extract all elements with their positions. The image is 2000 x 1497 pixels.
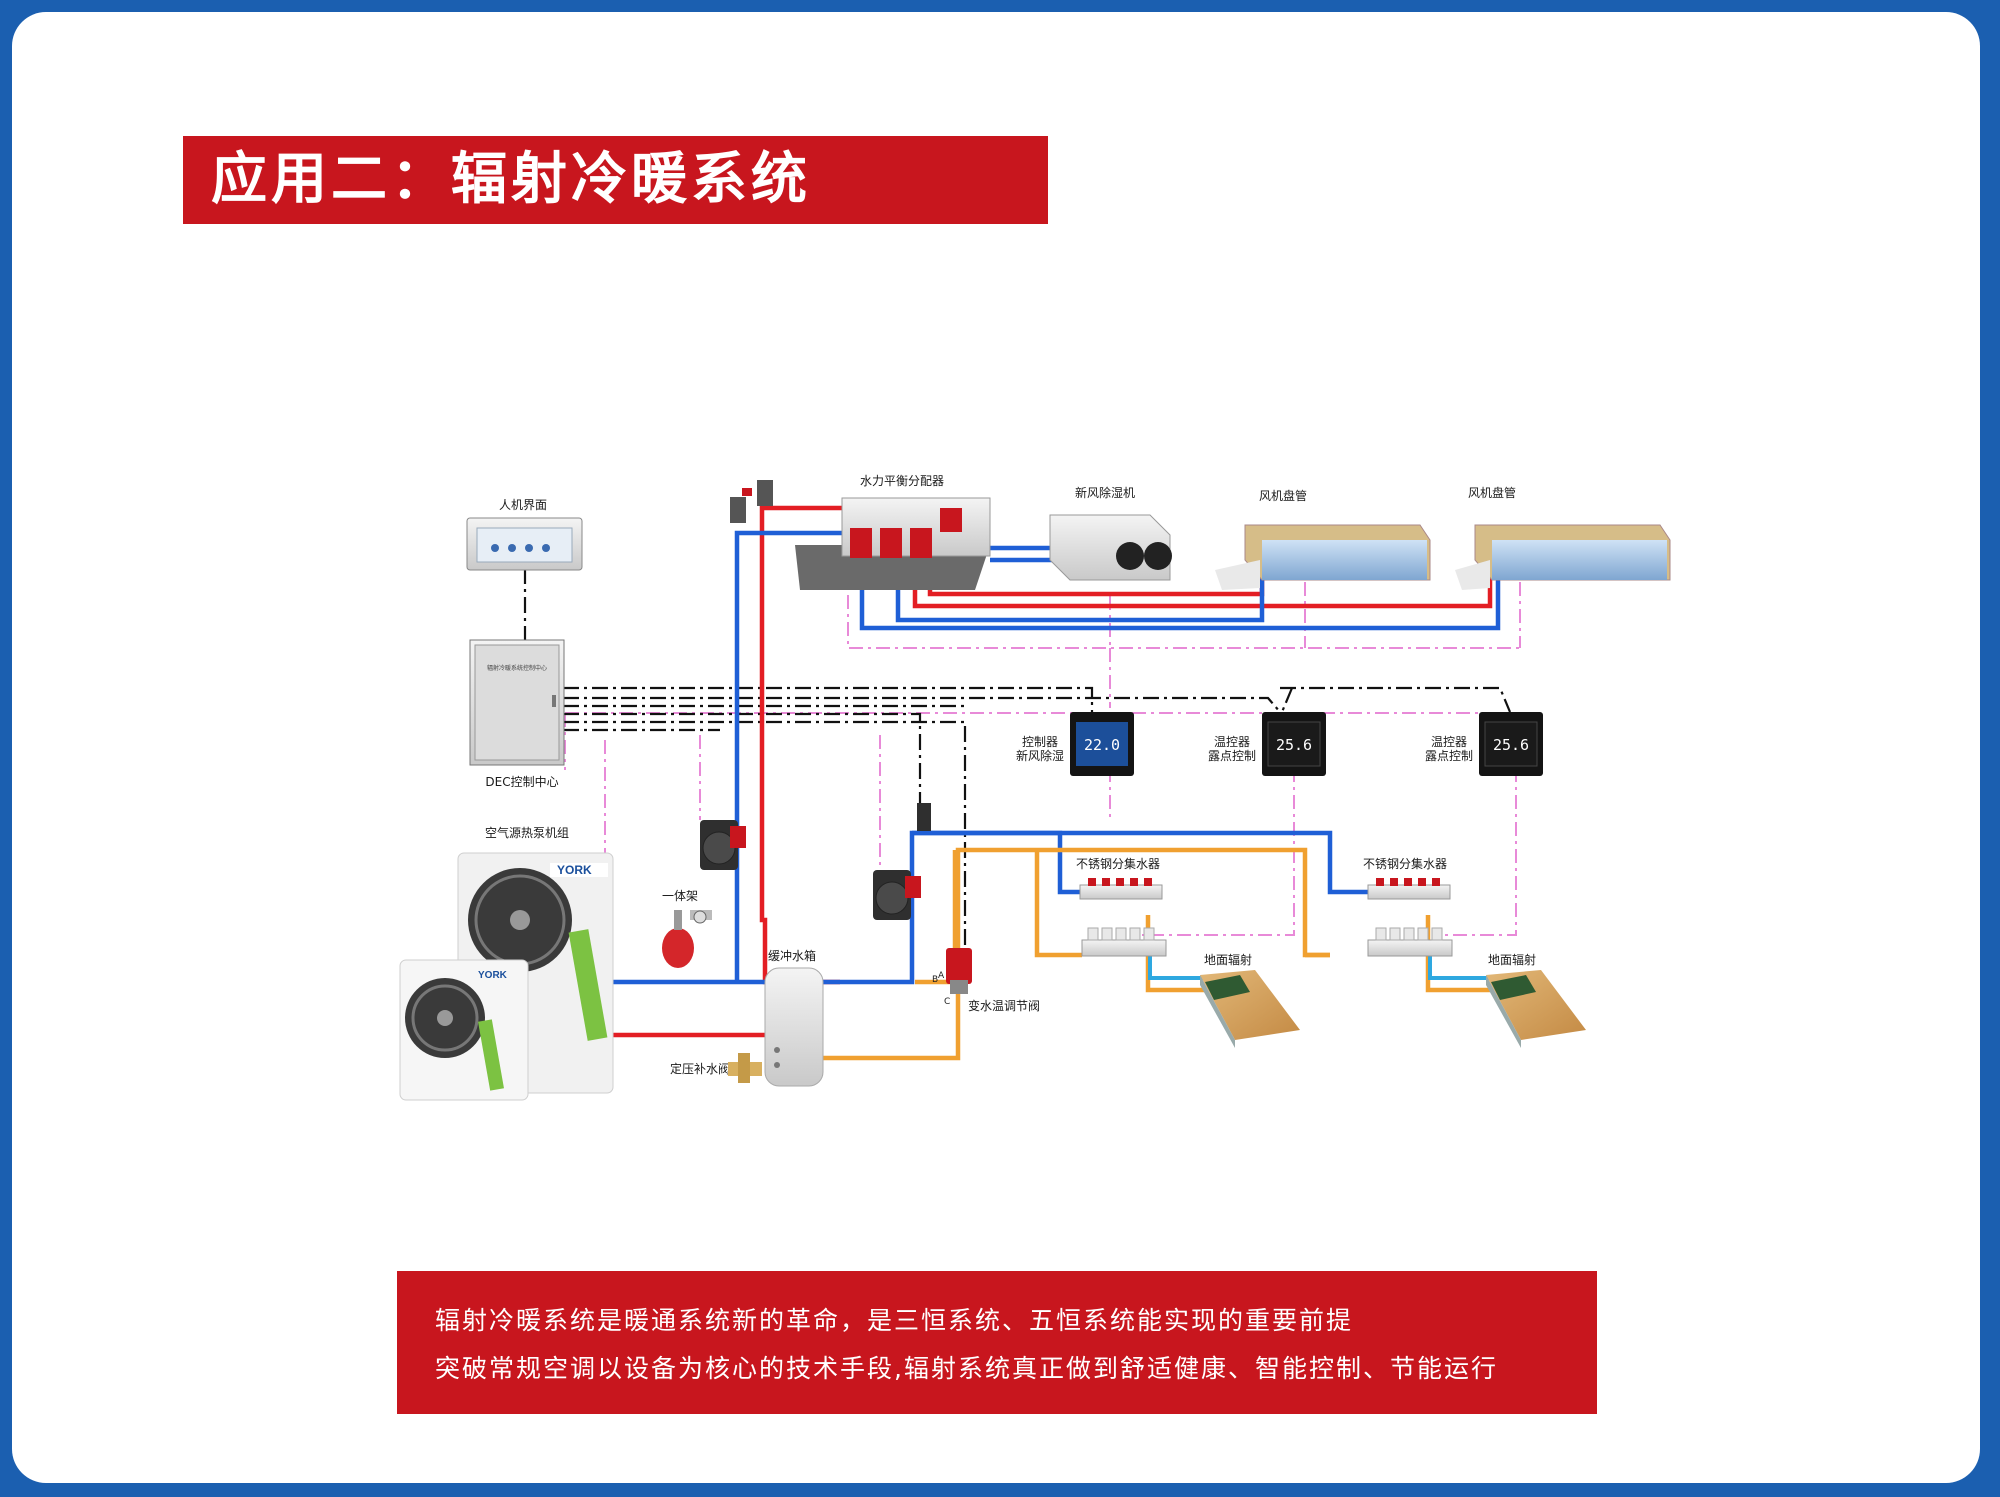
floor-return-pipes — [1148, 955, 1490, 980]
description-line-2: 突破常规空调以设备为核心的技术手段,辐射系统真正做到舒适健康、智能控制、节能运行 — [435, 1354, 1498, 1383]
hmi-panel: 人机界面 — [466, 498, 583, 571]
floor-radiant-1: 地面辐射 — [1200, 952, 1300, 1048]
controller-label-line1: 控制器 — [1022, 735, 1058, 749]
hydraulic-distributor: 水力平衡分配器 — [795, 474, 991, 590]
fresh-air-dehumidifier-label: 新风除湿机 — [1075, 485, 1135, 500]
floor-radiant-2: 地面辐射 — [1486, 952, 1586, 1048]
dec-cabinet-text: 辐射冷暖系统控制中心 — [487, 664, 547, 672]
thermostat-1-label-line2: 露点控制 — [1208, 749, 1256, 763]
thermostat-1: 25.6 温控器 露点控制 — [1208, 712, 1326, 776]
manifold-2-label: 不锈钢分集水器 — [1363, 856, 1447, 871]
description-banner: 辐射冷暖系统是暖通系统新的革命，是三恒系统、五恒系统能实现的重要前提 突破常规空… — [397, 1271, 1597, 1414]
controller-fresh-air: 22.0 控制器 新风除湿 — [1016, 712, 1134, 776]
signal-lines — [564, 555, 1521, 1030]
hmi-label: 人机界面 — [499, 498, 547, 512]
heat-pump-unit: 空气源热泵机组 YORK YORK — [399, 825, 614, 1101]
thermostat-2-label-line2: 露点控制 — [1425, 749, 1473, 763]
thermostat-2-label-line1: 温控器 — [1431, 735, 1467, 749]
valve-port-a: A — [938, 971, 945, 981]
controller-display: 22.0 — [1084, 736, 1120, 754]
makeup-valve-label: 定压补水阀 — [670, 1061, 730, 1076]
description-line-1: 辐射冷暖系统是暖通系统新的革命，是三恒系统、五恒系统能实现的重要前提 — [435, 1306, 1354, 1335]
title-banner: 应用二：辐射冷暖系统 — [183, 136, 1048, 224]
expansion-tank: 一体架 — [662, 889, 712, 968]
page-frame — [12, 12, 1980, 1483]
mixing-valve: A B C 变水温调节阀 — [932, 948, 1040, 1013]
makeup-valve: 定压补水阀 — [670, 1053, 762, 1083]
floor-radiant-2-label: 地面辐射 — [1488, 952, 1536, 967]
valve-port-b: B — [932, 975, 938, 985]
manifold-2: 不锈钢分集水器 — [1363, 856, 1453, 957]
controller-label-line2: 新风除湿 — [1016, 748, 1064, 763]
fan-coil-unit-1: 风机盘管 — [1215, 488, 1431, 590]
air-vents — [730, 480, 773, 523]
manifold-1-label: 不锈钢分集水器 — [1076, 856, 1160, 871]
thermostat-1-display: 25.6 — [1276, 736, 1312, 754]
hydraulic-distributor-label: 水力平衡分配器 — [860, 474, 944, 488]
thermostat-1-label-line1: 温控器 — [1214, 735, 1250, 749]
fan-coil-label-1: 风机盘管 — [1259, 488, 1307, 503]
fresh-air-dehumidifier: 新风除湿机 — [1049, 485, 1172, 581]
control-lines — [523, 568, 1512, 955]
valve-port-c: C — [944, 997, 950, 1007]
dec-control-label: DEC控制中心 — [485, 774, 558, 789]
fan-coil-label-2: 风机盘管 — [1468, 485, 1516, 500]
page-title: 应用二：辐射冷暖系统 — [211, 147, 811, 212]
expansion-label: 一体架 — [662, 889, 698, 903]
york-logo-large: YORK — [557, 863, 592, 877]
thermostat-2: 25.6 温控器 露点控制 — [1425, 712, 1543, 776]
york-logo-small: YORK — [478, 970, 508, 981]
buffer-tank-label: 缓冲水箱 — [768, 948, 816, 963]
dec-control-cabinet: 辐射冷暖系统控制中心 DEC控制中心 — [469, 639, 565, 789]
circulation-pump-1 — [700, 820, 746, 870]
heat-pump-label: 空气源热泵机组 — [485, 825, 569, 840]
mixing-valve-label: 变水温调节阀 — [968, 998, 1040, 1013]
floor-radiant-1-label: 地面辐射 — [1204, 952, 1252, 967]
circulation-pump-2 — [873, 803, 931, 920]
thermostat-2-display: 25.6 — [1493, 736, 1529, 754]
fan-coil-unit-2: 风机盘管 — [1455, 485, 1671, 590]
manifold-1: 不锈钢分集水器 — [1076, 856, 1167, 957]
buffer-tank: 缓冲水箱 — [764, 948, 824, 1087]
